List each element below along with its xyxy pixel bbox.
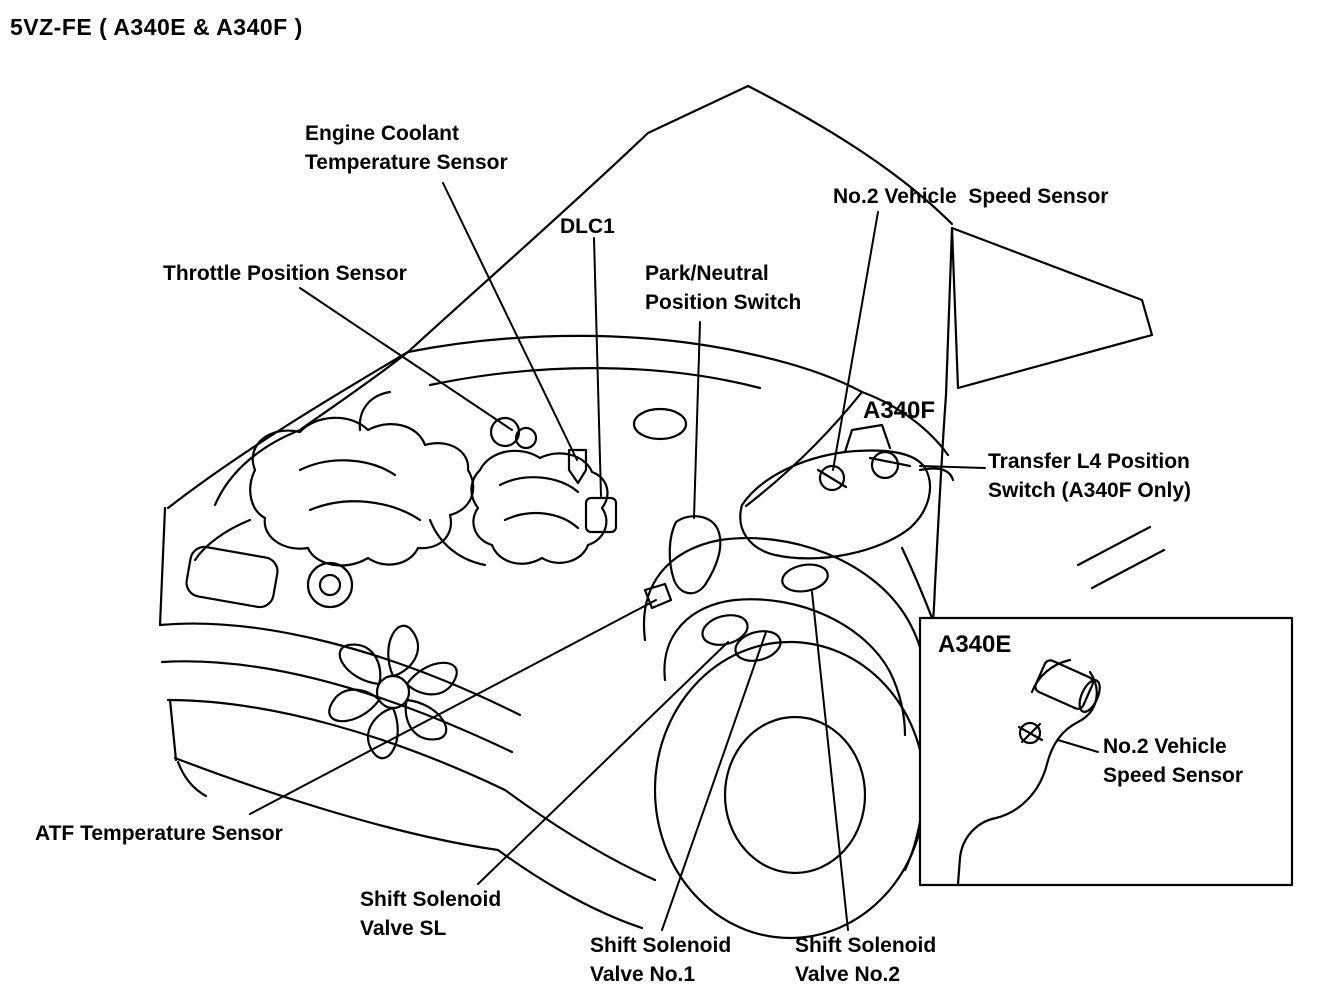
vehicle-outline (160, 86, 1164, 928)
inset-extension-housing (958, 658, 1104, 884)
label-throttle-position-sensor: Throttle Position Sensor (163, 262, 407, 285)
label-inset-no2-vehicle-speed-sensor: No.2 Vehicle Speed Sensor (1103, 735, 1244, 787)
cooling-fan (323, 626, 463, 758)
label-engine-coolant-temp-sensor: Engine Coolant Temperature Sensor (305, 122, 508, 174)
label-no2-vehicle-speed-sensor: No.2 Vehicle Speed Sensor (833, 185, 1109, 208)
label-shift-solenoid-valve-no2: Shift Solenoid Valve No.2 (795, 934, 937, 986)
label-a340f: A340F (863, 397, 936, 424)
label-shift-solenoid-valve-no1: Shift Solenoid Valve No.1 (590, 934, 732, 986)
inset-leader-line (1058, 740, 1098, 752)
label-transfer-l4-position-switch: Transfer L4 Position Switch (A340F Only) (988, 450, 1192, 502)
label-park-neutral-position-switch: Park/Neutral Position Switch (645, 262, 802, 314)
transmission-assembly (740, 425, 953, 618)
label-a340e-inset-title: A340E (938, 631, 1012, 658)
diagram-title: 5VZ-FE ( A340E & A340F ) (10, 14, 303, 40)
engine-assembly (195, 392, 686, 607)
leader-lines (250, 183, 985, 930)
front-wheel (644, 538, 930, 938)
a340e-inset (920, 618, 1292, 885)
sensor-components (491, 418, 910, 665)
label-shift-solenoid-valve-sl: Shift Solenoid Valve SL (360, 888, 502, 940)
label-dlc1: DLC1 (560, 215, 615, 238)
label-atf-temperature-sensor: ATF Temperature Sensor (35, 822, 283, 845)
inset-speed-sensor (1033, 658, 1103, 714)
